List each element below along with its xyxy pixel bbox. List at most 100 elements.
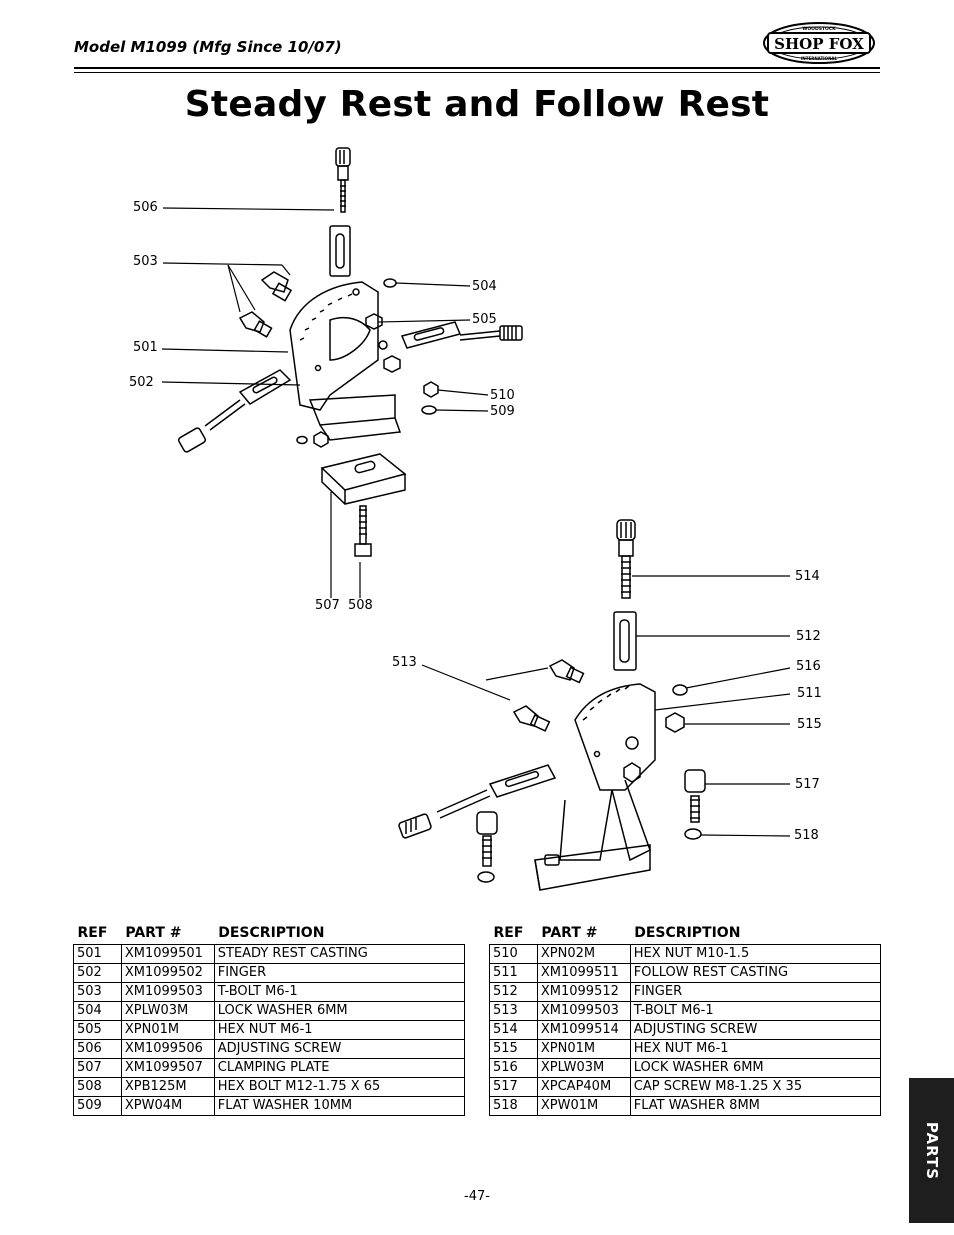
- cell-description: LOCK WASHER 6MM: [213, 1001, 466, 1021]
- finger-502: [177, 369, 292, 453]
- cell-part: XM1099501: [120, 944, 215, 964]
- hex-nut-casting: [383, 355, 401, 373]
- t-bolt-513-b: [512, 705, 551, 732]
- header-part: PART #: [541, 925, 598, 941]
- callout-503: 503: [133, 254, 158, 269]
- cell-ref: 511: [489, 963, 538, 983]
- cell-part: XM1099507: [120, 1058, 215, 1078]
- callout-513: 513: [392, 655, 417, 670]
- cell-ref: 502: [73, 963, 122, 983]
- cell-ref: 512: [489, 982, 538, 1002]
- cell-description: HEX NUT M6-1: [213, 1020, 466, 1040]
- callout-502: 502: [129, 375, 154, 390]
- cell-part: XPB125M: [120, 1077, 215, 1097]
- adjusting-screw-506: [335, 147, 351, 213]
- header-description: DESCRIPTION: [218, 925, 325, 941]
- hex-nut-505: [365, 313, 383, 330]
- page-number: -47-: [464, 1189, 490, 1204]
- parts-tab-label: PARTS: [922, 1121, 941, 1180]
- leader-lines: [161, 207, 791, 837]
- header-rule-thin: [74, 72, 880, 73]
- cell-part: XPN01M: [120, 1020, 215, 1040]
- flat-washer-base: [477, 871, 495, 883]
- header-description: DESCRIPTION: [634, 925, 741, 941]
- parts-section-tab: PARTS: [909, 1078, 954, 1223]
- follow-rest-casting-511: [534, 683, 656, 891]
- cell-part: XPN02M: [536, 944, 631, 964]
- page-title: Steady Rest and Follow Rest: [184, 84, 770, 125]
- cell-part: XM1099512: [536, 982, 631, 1002]
- cell-description: T-BOLT M6-1: [629, 1001, 882, 1021]
- hex-nut-510: [423, 381, 439, 398]
- cell-part: XPLW03M: [536, 1058, 631, 1078]
- cell-ref: 506: [73, 1039, 122, 1059]
- cell-description: FLAT WASHER 8MM: [629, 1096, 882, 1116]
- t-bolt-503-a: [260, 271, 293, 302]
- header-rule-thick: [74, 67, 880, 69]
- callout-507: 507: [315, 598, 340, 613]
- cell-description: FINGER: [213, 963, 466, 983]
- cell-ref: 505: [73, 1020, 122, 1040]
- lock-washer-516: [672, 684, 688, 696]
- cell-part: XM1099514: [536, 1020, 631, 1040]
- t-bolt-513-a: [548, 659, 585, 684]
- callout-510: 510: [490, 388, 515, 403]
- steady-rest-assembly: [177, 147, 523, 557]
- callout-518: 518: [794, 828, 819, 843]
- cell-ref: 514: [489, 1020, 538, 1040]
- cell-description: FLAT WASHER 10MM: [213, 1096, 466, 1116]
- cell-ref: 518: [489, 1096, 538, 1116]
- cell-ref: 516: [489, 1058, 538, 1078]
- cell-part: XM1099503: [536, 1001, 631, 1021]
- cell-description: STEADY REST CASTING: [213, 944, 466, 964]
- adjusting-screw-514: [616, 519, 636, 599]
- cell-description: HEX BOLT M12-1.75 X 65: [213, 1077, 466, 1097]
- logo-top-text: WOODSTOCK: [802, 26, 836, 32]
- cell-part: XPCAP40M: [536, 1077, 631, 1097]
- cell-description: HEX NUT M6-1: [629, 1039, 882, 1059]
- header-ref: REF: [77, 925, 108, 941]
- finger-right: [400, 321, 523, 349]
- logo-bottom-text: INTERNATIONAL: [801, 56, 838, 61]
- shop-fox-logo: SHOP FOX WOODSTOCK INTERNATIONAL: [763, 22, 875, 64]
- callout-501: 501: [133, 340, 158, 355]
- callout-514: 514: [795, 569, 820, 584]
- finger-512: [613, 611, 637, 671]
- cell-description: T-BOLT M6-1: [213, 982, 466, 1002]
- callout-515: 515: [797, 717, 822, 732]
- cell-ref: 517: [489, 1077, 538, 1097]
- clamping-plate-507: [320, 453, 407, 505]
- lock-washer-504: [383, 278, 397, 288]
- cap-screw-517: [684, 769, 706, 823]
- cell-part: XM1099511: [536, 963, 631, 983]
- callout-516: 516: [796, 659, 821, 674]
- cell-description: HEX NUT M10-1.5: [629, 944, 882, 964]
- cell-part: XPLW03M: [120, 1001, 215, 1021]
- cell-ref: 508: [73, 1077, 122, 1097]
- cell-ref: 503: [73, 982, 122, 1002]
- t-bolt-503-b: [238, 311, 273, 338]
- callout-517: 517: [795, 777, 820, 792]
- cell-description: LOCK WASHER 6MM: [629, 1058, 882, 1078]
- cell-ref: 509: [73, 1096, 122, 1116]
- finger-left: [398, 764, 557, 839]
- parts-table-header: REF PART # DESCRIPTION: [490, 924, 881, 945]
- callout-509: 509: [490, 404, 515, 419]
- hex-nut-515: [665, 712, 685, 733]
- callout-505: 505: [472, 312, 497, 327]
- cell-ref: 504: [73, 1001, 122, 1021]
- finger-top: [329, 225, 351, 277]
